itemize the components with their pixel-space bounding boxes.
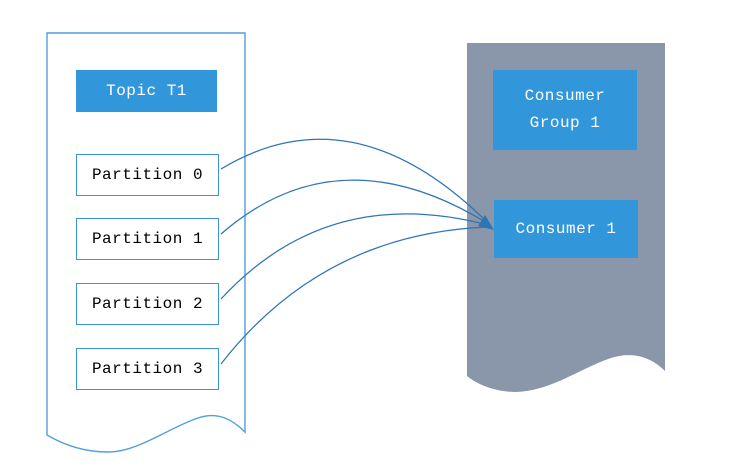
partition-1-label: Partition 1 <box>91 230 204 248</box>
topic-box: Topic T1 <box>76 70 217 112</box>
topic-label: Topic T1 <box>106 82 187 100</box>
partition-1-box: Partition 1 <box>76 218 219 260</box>
consumer-label: Consumer 1 <box>515 220 617 238</box>
partition-0-label: Partition 0 <box>91 166 204 184</box>
partition-3-label: Partition 3 <box>91 360 204 378</box>
consumer-box: Consumer 1 <box>494 200 638 258</box>
partition-2-box: Partition 2 <box>76 283 219 325</box>
partition-0-box: Partition 0 <box>76 154 219 196</box>
partition-2-label: Partition 2 <box>91 295 204 313</box>
consumer-group-label-line2: Group 1 <box>529 114 601 132</box>
partition-3-box: Partition 3 <box>76 348 219 390</box>
consumer-group-label-line1: Consumer <box>524 87 606 105</box>
consumer-group-box: Consumer Group 1 <box>493 70 637 150</box>
